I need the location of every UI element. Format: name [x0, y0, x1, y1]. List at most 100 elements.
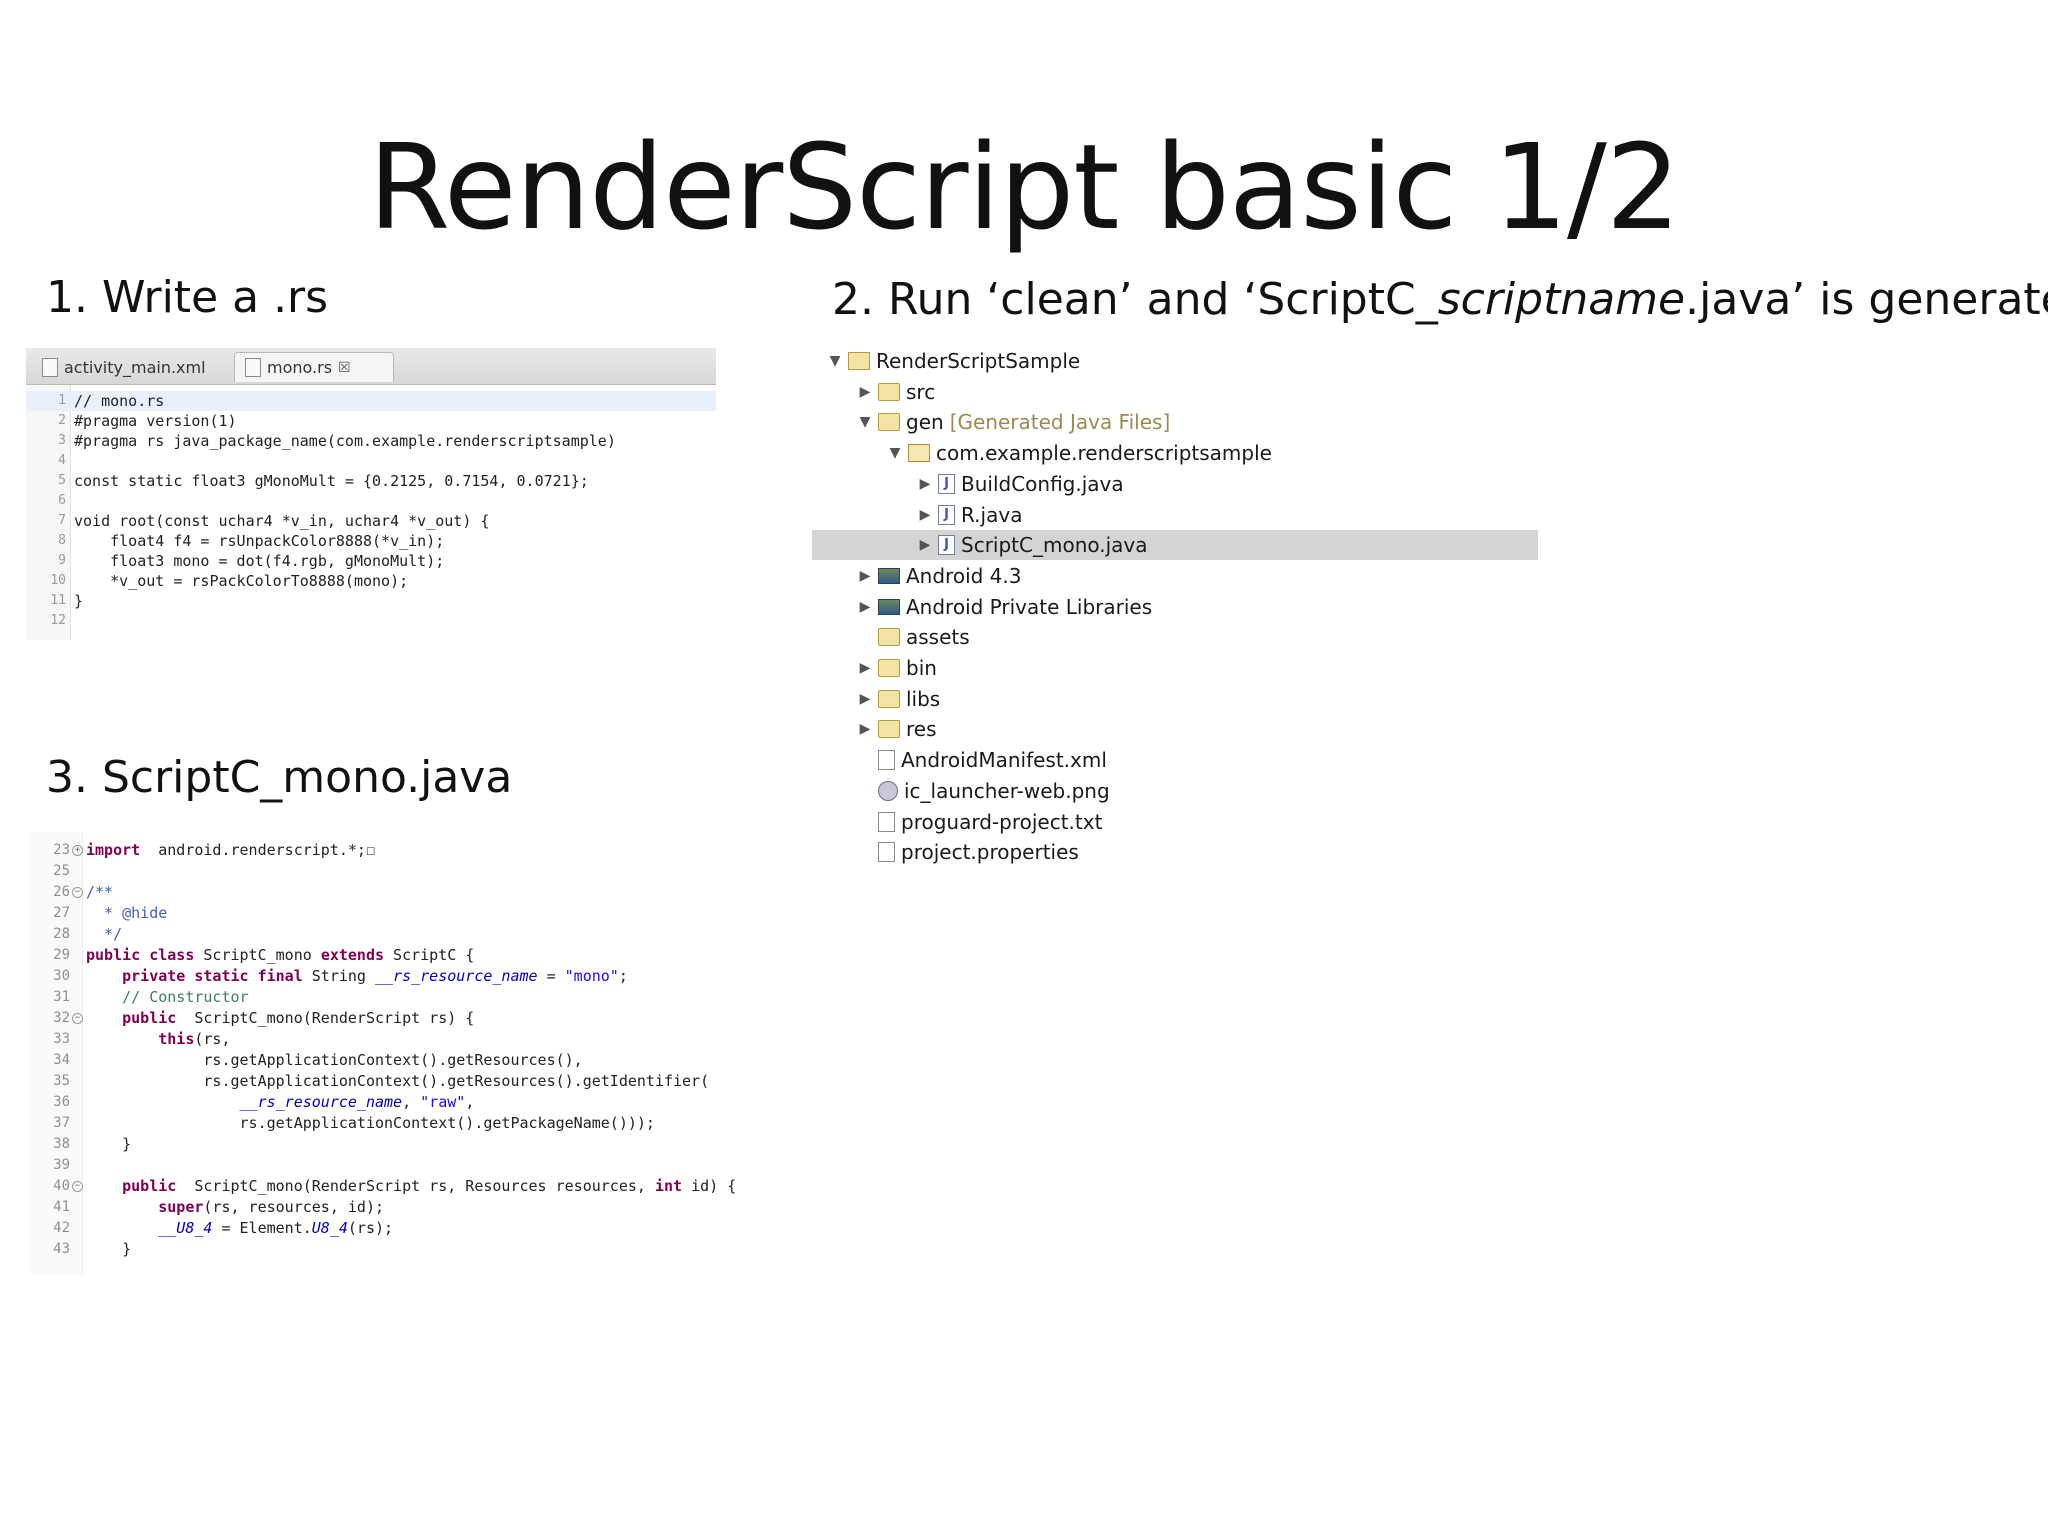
folder-icon — [878, 659, 900, 677]
code-text: } — [86, 1239, 131, 1260]
expanded-arrow-icon[interactable]: ▼ — [859, 414, 871, 431]
code-text: this(rs, — [86, 1029, 230, 1050]
line-number: 32 — [53, 1010, 70, 1026]
rs-file-icon — [245, 358, 261, 377]
code-text: float3 mono = dot(f4.rgb, gMonoMult); — [74, 552, 445, 570]
tree-item[interactable]: ▼ com.example.renderscriptsample — [888, 438, 1272, 468]
collapsed-arrow-icon[interactable]: ▶ — [919, 506, 931, 523]
tree-item-decoration: [Generated Java Files] — [949, 410, 1171, 435]
code-token: import — [86, 841, 141, 859]
line-number: 7 — [58, 513, 66, 528]
line-number: 11 — [50, 593, 66, 608]
code-text: private static final String __rs_resourc… — [86, 966, 628, 987]
code-token: // Constructor — [86, 988, 249, 1006]
code-text: #pragma rs java_package_name(com.example… — [74, 432, 616, 450]
collapsed-arrow-icon[interactable]: ▶ — [919, 475, 931, 492]
editor-tab-bar: activity_main.xml mono.rs ☒ — [26, 348, 716, 385]
line-number: 41 — [53, 1199, 70, 1215]
code-text: /** — [86, 882, 113, 903]
tree-item[interactable]: ▼gen[Generated Java Files] — [858, 407, 1171, 437]
code-token: ; — [618, 967, 628, 985]
code-token: = Element. — [212, 1219, 312, 1237]
tab-activity-main-xml[interactable]: activity_main.xml — [32, 352, 252, 382]
code-text: __U8_4 = Element.U8_4(rs); — [86, 1218, 393, 1239]
collapsed-arrow-icon[interactable]: ▶ — [859, 690, 871, 707]
tree-item[interactable]: ic_launcher-web.png — [858, 776, 1110, 806]
expand-fold-icon[interactable]: + — [72, 845, 83, 856]
step-2-prefix: 2. Run ‘clean’ and ‘ScriptC_ — [832, 274, 1438, 325]
line-number: 6 — [58, 493, 66, 508]
tree-item-label: com.example.renderscriptsample — [936, 441, 1272, 466]
code-text: * @hide — [86, 903, 167, 924]
folder-icon — [878, 628, 900, 647]
xml-file-icon — [42, 357, 58, 377]
line-number: 8 — [58, 533, 66, 548]
code-token: /** — [86, 883, 114, 901]
step-1-heading: 1. Write a .rs — [46, 272, 329, 323]
code-text: super(rs, resources, id); — [86, 1197, 384, 1218]
code-token: "mono" — [564, 967, 619, 985]
tab-mono-rs[interactable]: mono.rs ☒ — [234, 352, 394, 382]
code-token: super — [158, 1198, 204, 1216]
tree-item-label: libs — [906, 686, 941, 711]
tree-item[interactable]: ▶res — [858, 714, 937, 744]
line-number: 1 — [58, 393, 66, 408]
code-token: ScriptC_mono — [194, 946, 321, 964]
close-icon[interactable]: ☒ — [338, 359, 351, 376]
expanded-arrow-icon[interactable]: ▼ — [889, 445, 901, 462]
tree-item[interactable]: ▶ src — [858, 377, 936, 407]
code-token: public — [122, 1009, 177, 1027]
tree-item[interactable]: ▶Android Private Libraries — [858, 592, 1153, 622]
tree-item[interactable]: assets — [858, 622, 970, 652]
collapsed-arrow-icon[interactable]: ▶ — [859, 383, 871, 400]
tree-item-label: src — [906, 379, 936, 404]
collapsed-arrow-icon[interactable]: ▶ — [859, 660, 871, 676]
tree-item[interactable]: proguard-project.txt — [858, 807, 1102, 837]
tree-item-label: RenderScriptSample — [876, 349, 1081, 373]
line-number: 26 — [53, 884, 70, 900]
line-number: 35 — [53, 1073, 70, 1089]
line-number: 25 — [53, 863, 70, 879]
code-token — [86, 1219, 158, 1237]
line-number: 3 — [58, 433, 66, 448]
code-token: rs.getApplicationContext().getResources(… — [86, 1051, 583, 1069]
tree-item[interactable]: project.properties — [858, 837, 1079, 867]
code-token — [86, 1030, 158, 1048]
source-folder-icon — [878, 413, 900, 432]
code-token: (rs, resources, id); — [203, 1198, 385, 1216]
collapsed-arrow-icon[interactable]: ▶ — [859, 567, 871, 584]
collapsed-arrow-icon[interactable]: ▶ — [859, 721, 871, 738]
code-text: rs.getApplicationContext().getResources(… — [86, 1071, 709, 1092]
collapse-fold-icon[interactable]: − — [72, 887, 83, 898]
tree-item[interactable]: ▶ libs — [858, 684, 941, 714]
code-token: } — [86, 1240, 132, 1258]
code-text: // Constructor — [86, 987, 249, 1008]
line-number: 40 — [53, 1178, 70, 1194]
tree-item[interactable]: AndroidManifest.xml — [858, 745, 1107, 775]
code-text: float4 f4 = rsUnpackColor8888(*v_in); — [74, 532, 445, 550]
expanded-arrow-icon[interactable]: ▼ — [829, 353, 841, 369]
collapsed-arrow-icon[interactable]: ▶ — [859, 598, 871, 615]
code-text: *v_out = rsPackColorTo8888(mono); — [74, 572, 409, 590]
tree-item-label: ic_launcher-web.png — [904, 778, 1110, 803]
library-icon — [878, 598, 900, 615]
tree-item[interactable]: ▼ RenderScriptSample — [828, 346, 1081, 376]
line-number: 12 — [50, 613, 66, 628]
code-text: #pragma version(1) — [74, 412, 237, 430]
line-number: 34 — [53, 1052, 70, 1068]
line-number: 33 — [53, 1031, 70, 1047]
code-token: , — [402, 1093, 421, 1111]
code-token: , — [465, 1093, 475, 1111]
code-text: const static float3 gMonoMult = {0.2125,… — [74, 472, 589, 490]
tree-item[interactable]: ▶Android 4.3 — [858, 561, 1022, 591]
collapse-fold-icon[interactable]: − — [72, 1013, 83, 1024]
line-number: 10 — [50, 573, 66, 588]
collapsed-arrow-icon[interactable]: ▶ — [919, 537, 931, 554]
tree-item-label: proguard-project.txt — [901, 809, 1103, 834]
tree-item[interactable]: ▶bin — [858, 653, 937, 683]
collapse-fold-icon[interactable]: − — [72, 1181, 83, 1192]
